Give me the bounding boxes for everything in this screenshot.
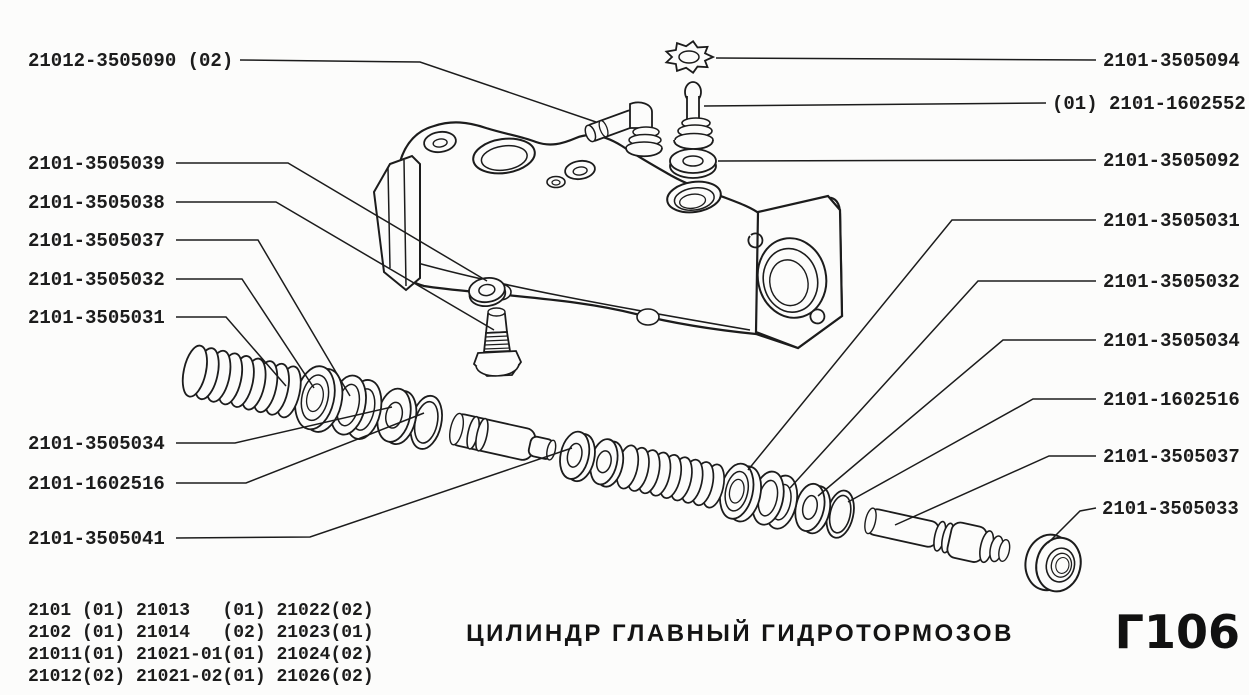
leader-21012-3505090 <box>239 59 597 123</box>
secondary-return-spring <box>615 444 726 509</box>
secondary-spring-cup <box>719 462 762 523</box>
secondary-piston <box>864 507 1011 564</box>
leader-2101-3505033 <box>1047 507 1097 544</box>
master-cylinder-body <box>372 121 844 350</box>
secondary-thrust-ring <box>825 489 855 539</box>
label-2101-3505032-left: 2101-3505032 <box>28 269 165 291</box>
leader-2101-3505034-right <box>817 339 1096 497</box>
leader-2101-3505031-right <box>747 219 1096 471</box>
label-2101-3505032-right: 2101-3505032 <box>1103 271 1240 293</box>
figure-code: Г106 <box>1115 605 1240 659</box>
label-2101-3505031-left: 2101-3505031 <box>28 307 165 329</box>
port-washer <box>669 148 717 179</box>
label-2101-3505092: 2101-3505092 <box>1103 150 1240 172</box>
leader-2101-3505031-left <box>176 316 287 387</box>
hex-end-cap <box>372 154 421 292</box>
leader-2101-3505037-left <box>176 239 351 397</box>
label-2101-1602516-left: 2101-1602516 <box>28 473 165 495</box>
end-nut <box>1024 533 1082 593</box>
middle-washer-outer <box>589 438 625 488</box>
outlet-valve-plug <box>472 307 523 377</box>
mounting-flange <box>747 194 844 350</box>
leader-lines <box>175 57 1097 544</box>
elbow-union-fitting <box>584 101 663 158</box>
leader-2101-3505041 <box>175 447 573 539</box>
star-lock-washer <box>664 40 716 74</box>
label-21012-3505090: 21012-3505090 (02) <box>28 50 233 72</box>
label-2101-3505033: 2101-3505033 <box>1102 498 1239 520</box>
label-2101-1602516-right: 2101-1602516 <box>1103 389 1240 411</box>
leader-2101-3505039 <box>176 162 488 282</box>
model-table-row-4: 21012(02) 21021-02(01) 21026(02) <box>28 667 374 687</box>
middle-washer-inner <box>559 430 596 483</box>
model-table-row-2: 2102 (01) 21014 (02) 21023(01) <box>28 623 374 643</box>
model-applicability-table: 2101 (01) 21013 (01) 21022(02) 2102 (01)… <box>28 601 374 687</box>
label-2101-3505038: 2101-3505038 <box>28 192 165 214</box>
bleeder-valve <box>673 81 714 150</box>
leader-2101-3505038 <box>176 201 495 331</box>
label-2101-3505041: 2101-3505041 <box>28 528 165 550</box>
model-table-row-3: 21011(01) 21021-01(01) 21024(02) <box>28 645 374 665</box>
leader-2101-1602516-right <box>847 398 1096 503</box>
leader-2101-1602516-left <box>176 412 425 484</box>
label-2101-3505034-right: 2101-3505034 <box>1103 330 1240 352</box>
outlet-washer <box>468 276 507 308</box>
leader-2101-3505092 <box>717 159 1097 162</box>
leader-2101-3505034-left <box>176 406 393 444</box>
label-2101-3505037-right: 2101-3505037 <box>1103 446 1240 468</box>
label-2101-3505037-left: 2101-3505037 <box>28 230 165 252</box>
part-labels-left: 21012-3505090 (02) 2101-3505039 2101-350… <box>28 50 233 550</box>
label-2101-3505094: 2101-3505094 <box>1103 50 1240 72</box>
label-2101-3505031-right: 2101-3505031 <box>1103 210 1240 232</box>
reservoir-ports <box>423 130 722 214</box>
drawing-title: ЦИЛИНДР ГЛАВНЫЙ ГИДРОТОРМОЗОВ <box>466 619 1014 647</box>
part-labels-right: 2101-3505094 (01) 2101-1602552 2101-3505… <box>1052 50 1246 520</box>
model-table-row-1: 2101 (01) 21013 (01) 21022(02) <box>28 601 374 621</box>
secondary-washer <box>794 482 832 535</box>
piston-assembly-axis <box>181 344 1082 593</box>
label-2101-1602552: (01) 2101-1602552 <box>1052 93 1246 115</box>
primary-return-spring <box>181 344 302 419</box>
leader-2101-1602552 <box>703 102 1047 107</box>
leader-2101-3505094 <box>715 57 1097 61</box>
primary-piston <box>449 412 557 461</box>
leader-2101-3505032-right <box>789 280 1096 489</box>
label-2101-3505039: 2101-3505039 <box>28 153 165 175</box>
leader-2101-3505032-left <box>176 278 315 389</box>
primary-thrust-ring <box>409 394 443 450</box>
leader-2101-3505037-right <box>894 455 1096 526</box>
label-2101-3505034-left: 2101-3505034 <box>28 433 165 455</box>
